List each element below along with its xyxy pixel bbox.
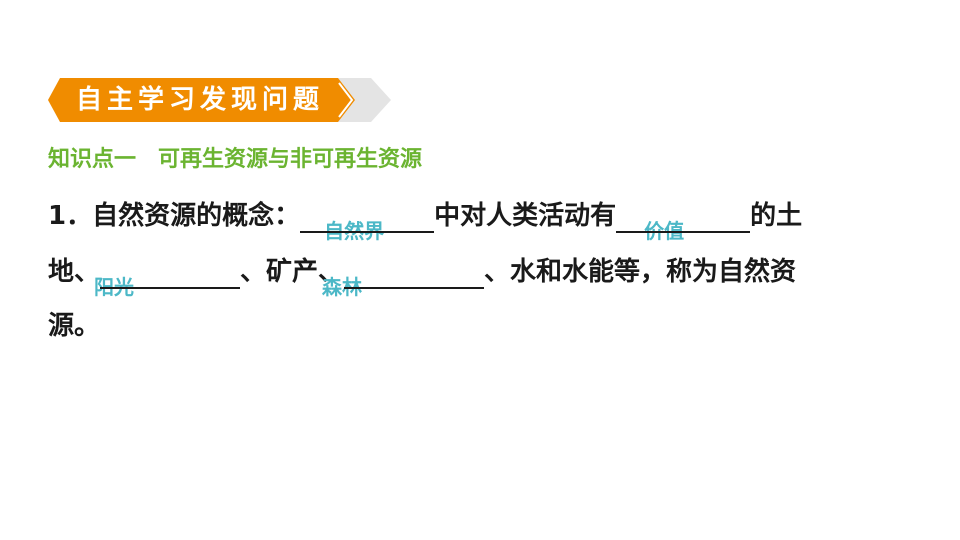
banner-arrow-body bbox=[48, 78, 355, 122]
knowledge-point-label: 知识点一 bbox=[48, 147, 137, 172]
question-line-3: 源。 bbox=[48, 304, 100, 348]
fill-blank-3: 阳光 bbox=[94, 258, 241, 299]
fill-blank-2: 价值 bbox=[616, 202, 751, 243]
knowledge-point-title: 可再生资源与非可再生资源 bbox=[158, 147, 423, 172]
banner-arrow-tail bbox=[338, 78, 391, 122]
banner-title: 自主学习发现问题 bbox=[76, 85, 325, 115]
section-banner: 自主学习发现问题 bbox=[48, 78, 393, 122]
question-text-1c: 的土 bbox=[750, 201, 803, 231]
question-line-2: 地、阳光 、矿产、森林 、水和水能等，称为自然资 bbox=[48, 250, 797, 299]
question-text-2b: 、矿产、 bbox=[240, 257, 345, 287]
banner-chevron bbox=[338, 82, 354, 118]
banner-shape bbox=[48, 78, 391, 122]
question-number: 1． bbox=[48, 201, 93, 231]
question-line-1: 1．自然资源的概念： 自然界 中对人类活动有价值 的土 bbox=[48, 194, 803, 243]
question-text-2a: 地、 bbox=[48, 257, 101, 287]
answer-1: 自然界 bbox=[324, 219, 385, 243]
answer-2: 价值 bbox=[644, 219, 685, 243]
fill-blank-1: 自然界 bbox=[300, 202, 435, 243]
question-text-1a: 自然资源的概念： bbox=[92, 201, 301, 231]
question-text-1b: 中对人类活动有 bbox=[434, 201, 617, 231]
answer-3: 阳光 bbox=[94, 275, 135, 299]
question-text-3: 源。 bbox=[48, 311, 101, 341]
answer-4: 森林 bbox=[322, 275, 363, 299]
question-text-2c: 、水和水能等，称为自然资 bbox=[484, 257, 797, 287]
knowledge-point-heading: 知识点一可再生资源与非可再生资源 bbox=[48, 144, 422, 176]
fill-blank-4: 森林 bbox=[322, 258, 485, 299]
